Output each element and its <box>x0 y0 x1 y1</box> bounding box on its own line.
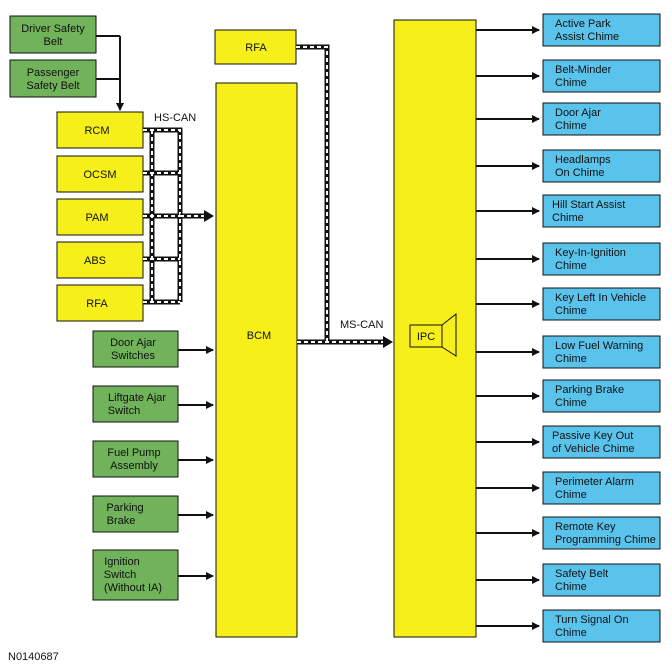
bcm-input-parking-brake: Parking Brake <box>92 495 214 533</box>
input-passenger-safety-belt-line2: Safety Belt <box>26 80 79 92</box>
bcm-input-parking-brake-line1: Parking <box>106 502 143 514</box>
bcm-input-liftgate-line1: Liftgate Ajar <box>108 392 166 404</box>
ms-can-label: MS-CAN <box>340 319 383 331</box>
chime-hill-start-assist: Hill Start Assist Chime <box>476 194 661 228</box>
hs-module-ocsm-label: OCSM <box>84 169 117 181</box>
bcm-input-fuel-pump-line1: Fuel Pump <box>107 447 160 459</box>
chime-remote-key-programming: Remote Key Programming Chime <box>476 516 661 550</box>
chime-1-line2: Chime <box>555 77 587 89</box>
chime-5-line1: Key-In-Ignition <box>555 247 626 259</box>
module-rfa-top: RFA <box>214 29 297 65</box>
chime-13-line1: Turn Signal On <box>555 614 629 626</box>
chime-10-line1: Perimeter Alarm <box>555 476 634 488</box>
chime-key-in-ignition: Key-In-Ignition Chime <box>476 242 661 276</box>
chime-belt-minder: Belt-Minder Chime <box>476 59 661 93</box>
chime-10-line2: Chime <box>555 489 587 501</box>
chime-parking-brake: Parking Brake Chime <box>476 379 661 413</box>
input-driver-safety-belt-line1: Driver Safety <box>21 23 85 35</box>
chime-12-line1: Safety Belt <box>555 568 608 580</box>
figure-id: N0140687 <box>8 651 59 663</box>
bcm-input-liftgate-ajar-switch: Liftgate Ajar Switch <box>92 385 214 423</box>
hs-can-output-arrow <box>180 210 214 222</box>
chime-3-line2: On Chime <box>555 167 605 179</box>
chime-13-line2: Chime <box>555 627 587 639</box>
chime-6-line1: Key Left In Vehicle <box>555 292 646 304</box>
bcm-input-ignition-line2: Switch <box>104 569 136 581</box>
hs-module-rcm: RCM <box>56 111 144 149</box>
hs-module-rcm-label: RCM <box>84 125 109 137</box>
chime-key-left-in-vehicle: Key Left In Vehicle Chime <box>476 287 661 321</box>
chime-door-ajar: Door Ajar Chime <box>476 102 661 136</box>
chime-passive-key-out: Passive Key Out of Vehicle Chime <box>476 425 661 459</box>
bcm-input-fuel-pump-assembly: Fuel Pump Assembly <box>92 440 214 478</box>
chime-8-line1: Parking Brake <box>555 384 624 396</box>
chime-1-line1: Belt-Minder <box>555 64 612 76</box>
chime-safety-belt: Safety Belt Chime <box>476 563 661 597</box>
module-ipc: IPC <box>393 19 477 638</box>
chime-perimeter-alarm: Perimeter Alarm Chime <box>476 471 661 505</box>
speaker-icon <box>441 312 457 357</box>
chime-8-line2: Chime <box>555 397 587 409</box>
safety-belt-connector <box>96 35 124 111</box>
chime-low-fuel-warning: Low Fuel Warning Chime <box>476 335 661 369</box>
input-driver-safety-belt-line2: Belt <box>44 36 63 48</box>
hs-module-abs: ABS <box>56 241 144 279</box>
chime-7-line1: Low Fuel Warning <box>555 340 643 352</box>
chime-6-line2: Chime <box>555 305 587 317</box>
input-driver-safety-belt: Driver Safety Belt <box>9 15 97 54</box>
bcm-input-parking-brake-line2: Brake <box>107 515 136 527</box>
chime-4-line1: Hill Start Assist <box>552 199 625 211</box>
bcm-input-fuel-pump-line2: Assembly <box>110 460 158 472</box>
chime-4-line2: Chime <box>552 212 584 224</box>
chime-0-line1: Active Park <box>555 18 611 30</box>
chime-9-line2: of Vehicle Chime <box>552 443 635 455</box>
module-bcm: BCM <box>215 82 298 638</box>
input-passenger-safety-belt: Passenger Safety Belt <box>9 59 97 98</box>
chime-7-line2: Chime <box>555 353 587 365</box>
hs-can-label: HS-CAN <box>154 112 196 124</box>
hs-module-abs-label: ABS <box>84 255 106 267</box>
hs-can-bus-dash <box>143 129 181 303</box>
chime-2-line2: Chime <box>555 120 587 132</box>
bcm-input-liftgate-line2: Switch <box>108 405 140 417</box>
input-passenger-safety-belt-line1: Passenger <box>27 67 80 79</box>
chime-12-line2: Chime <box>555 581 587 593</box>
chime-0-line2: Assist Chime <box>555 31 619 43</box>
chime-5-line2: Chime <box>555 260 587 272</box>
hs-module-pam: PAM <box>56 198 144 236</box>
bcm-input-door-ajar-line1: Door Ajar <box>110 337 156 349</box>
chime-2-line1: Door Ajar <box>555 107 601 119</box>
chime-11-line1: Remote Key <box>555 521 616 533</box>
chime-active-park-assist: Active Park Assist Chime <box>476 13 661 47</box>
chime-9-line1: Passive Key Out <box>552 430 633 442</box>
chime-headlamps-on: Headlamps On Chime <box>476 149 661 183</box>
hs-module-pam-label: PAM <box>85 212 108 224</box>
module-ipc-label: IPC <box>417 331 435 343</box>
hs-module-ocsm: OCSM <box>56 155 144 193</box>
chime-turn-signal-on: Turn Signal On Chime <box>476 609 661 643</box>
ms-can-bus <box>296 44 393 348</box>
bcm-input-door-ajar-line2: Switches <box>111 350 156 362</box>
chime-11-line2: Programming Chime <box>555 534 656 546</box>
bcm-input-ignition-line3: (Without IA) <box>104 582 162 594</box>
module-rfa-top-label: RFA <box>245 42 267 54</box>
bcm-input-ignition-switch: Ignition Switch (Without IA) <box>92 549 214 601</box>
chime-3-line1: Headlamps <box>555 154 611 166</box>
hs-module-rfa-label: RFA <box>86 298 108 310</box>
module-bcm-label: BCM <box>247 330 271 342</box>
bcm-input-ignition-line1: Ignition <box>104 556 139 568</box>
bcm-input-door-ajar-switches: Door Ajar Switches <box>92 330 214 368</box>
hs-module-rfa: RFA <box>56 284 144 322</box>
